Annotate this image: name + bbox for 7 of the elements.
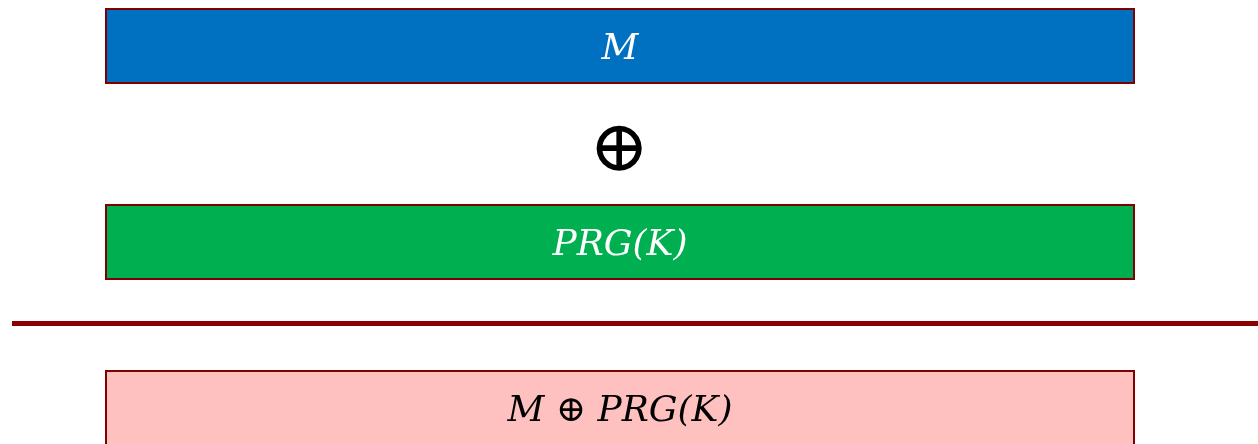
text-bar [105, 8, 1135, 84]
bar-label: M ⊕ PRG(K) [507, 387, 733, 429]
text-bar [105, 204, 1135, 280]
bar-label: PRG(K) [552, 221, 688, 263]
text-bar [105, 370, 1135, 444]
operator-symbol: ⊕ [589, 108, 650, 184]
bar-label: M [601, 25, 639, 67]
